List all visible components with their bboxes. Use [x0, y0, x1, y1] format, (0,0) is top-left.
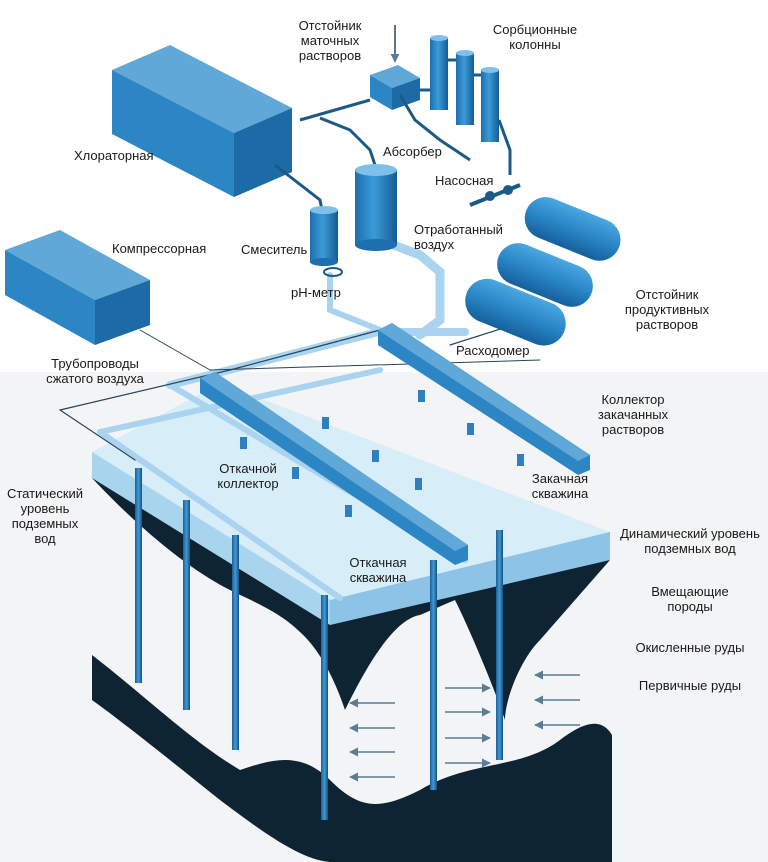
absorber [355, 164, 397, 251]
label-settler-mother: Отстойник маточных растворов [298, 18, 362, 63]
label-pumping-collector: Откачной коллектор [217, 461, 279, 491]
label-ph-meter: pH-метр [291, 285, 341, 300]
compressor-building [5, 230, 150, 345]
label-injection-collector: Коллектор закачанных растворов [597, 392, 669, 437]
label-exhaust-air: Отработанный воздух [414, 222, 503, 252]
pumping-well [183, 500, 190, 710]
wells [135, 468, 503, 820]
pumping-well [321, 595, 328, 820]
label-pump-station: Насосная [435, 173, 494, 188]
wellhead-markers [240, 390, 524, 517]
label-pumping-well: Откачная скважина [349, 555, 407, 585]
product-tanks [465, 197, 621, 346]
mixer [310, 206, 343, 277]
label-air-pipelines: Трубопроводы сжатого воздуха [46, 356, 144, 386]
pumping-well [135, 468, 142, 683]
mother-settler [370, 25, 420, 110]
label-mixer: Смеситель [241, 242, 308, 257]
label-primary-ores: Первичные руды [638, 678, 742, 693]
oxidized-ore-body [92, 478, 610, 720]
ground-slab [92, 383, 610, 625]
label-chlorinator: Хлораторная [74, 148, 154, 163]
label-static-level: Статический уровень подземных вод [6, 486, 84, 546]
label-injection-well: Закачная скважина [531, 471, 589, 501]
label-oxidized-ores: Окисленные руды [635, 640, 745, 655]
injection-well [496, 530, 503, 760]
label-compressor: Компрессорная [112, 241, 207, 256]
label-settler-product: Отстойник продуктивных растворов [624, 287, 710, 332]
label-dynamic-level: Динамический уровень подземных вод [620, 526, 760, 556]
collectors [200, 323, 590, 565]
label-sorption-columns: Сорбционные колонны [492, 22, 578, 52]
pumping-well [232, 535, 239, 750]
label-absorber: Абсорбер [383, 144, 442, 159]
pump-station [469, 183, 521, 207]
primary-ore-body [92, 655, 612, 862]
chlorinator-building [112, 45, 292, 197]
injection-well [430, 560, 437, 790]
flow-arrows [349, 670, 580, 782]
label-flowmeter: Расходомер [456, 343, 530, 358]
label-host-rocks: Вмещающие породы [651, 584, 729, 614]
sorption-columns [420, 35, 512, 175]
